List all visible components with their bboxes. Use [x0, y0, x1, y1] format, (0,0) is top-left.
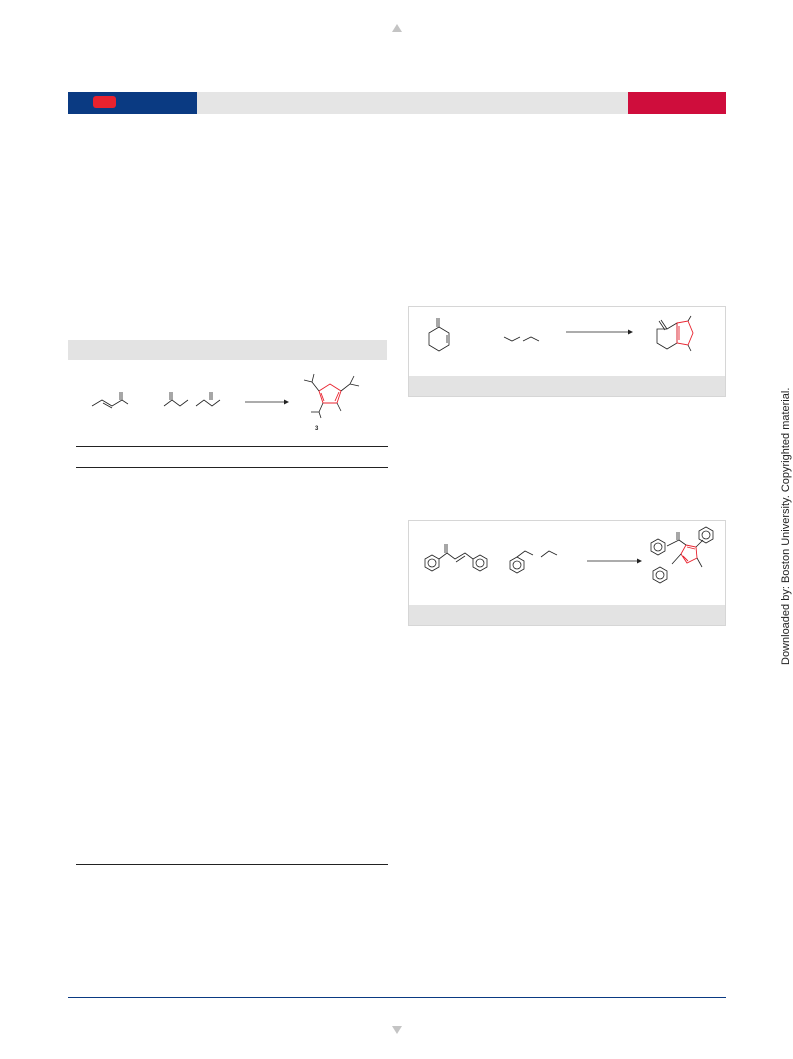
- table-rule-top: [76, 446, 388, 447]
- header-band-middle: [197, 92, 628, 114]
- page-up-icon[interactable]: [392, 24, 402, 32]
- page-down-icon[interactable]: [392, 1026, 402, 1034]
- reaction-scheme-left: [91, 373, 360, 419]
- reaction-arrow-3: [587, 558, 642, 564]
- header-band-left: [68, 92, 197, 114]
- product-furan: [303, 373, 360, 419]
- scheme-box-2: [408, 520, 726, 626]
- reactant-benzyl-ketone: [509, 550, 558, 574]
- reactant-cyclohexenone: [428, 318, 450, 352]
- reactant-diketone: [163, 392, 221, 407]
- scheme-caption-bar-1: [409, 376, 725, 396]
- journal-logo: [93, 96, 116, 108]
- compound-label: 3: [315, 426, 319, 432]
- product-fused-furan: [656, 315, 694, 352]
- table-title-bar: [68, 340, 387, 360]
- download-notice: Downloaded by: Boston University. Copyri…: [780, 387, 792, 665]
- reactant-enone: [91, 392, 129, 409]
- footer-rule: [68, 997, 726, 998]
- table-rule-bottom: [76, 864, 388, 865]
- scheme-caption-bar-2: [409, 605, 725, 625]
- reaction-arrow-2: [566, 329, 633, 335]
- reactant-chalcone: [424, 544, 488, 572]
- scheme-box-1: [408, 306, 726, 397]
- reaction-arrow: [245, 399, 289, 405]
- reaction-scheme-right-2: [424, 526, 714, 584]
- product-triarylfuran: [650, 526, 714, 584]
- table-rule-header: [76, 467, 388, 468]
- header-band-right: [628, 92, 726, 114]
- reactant-diketone-2: [503, 336, 540, 342]
- reaction-scheme-right-1: [428, 315, 694, 352]
